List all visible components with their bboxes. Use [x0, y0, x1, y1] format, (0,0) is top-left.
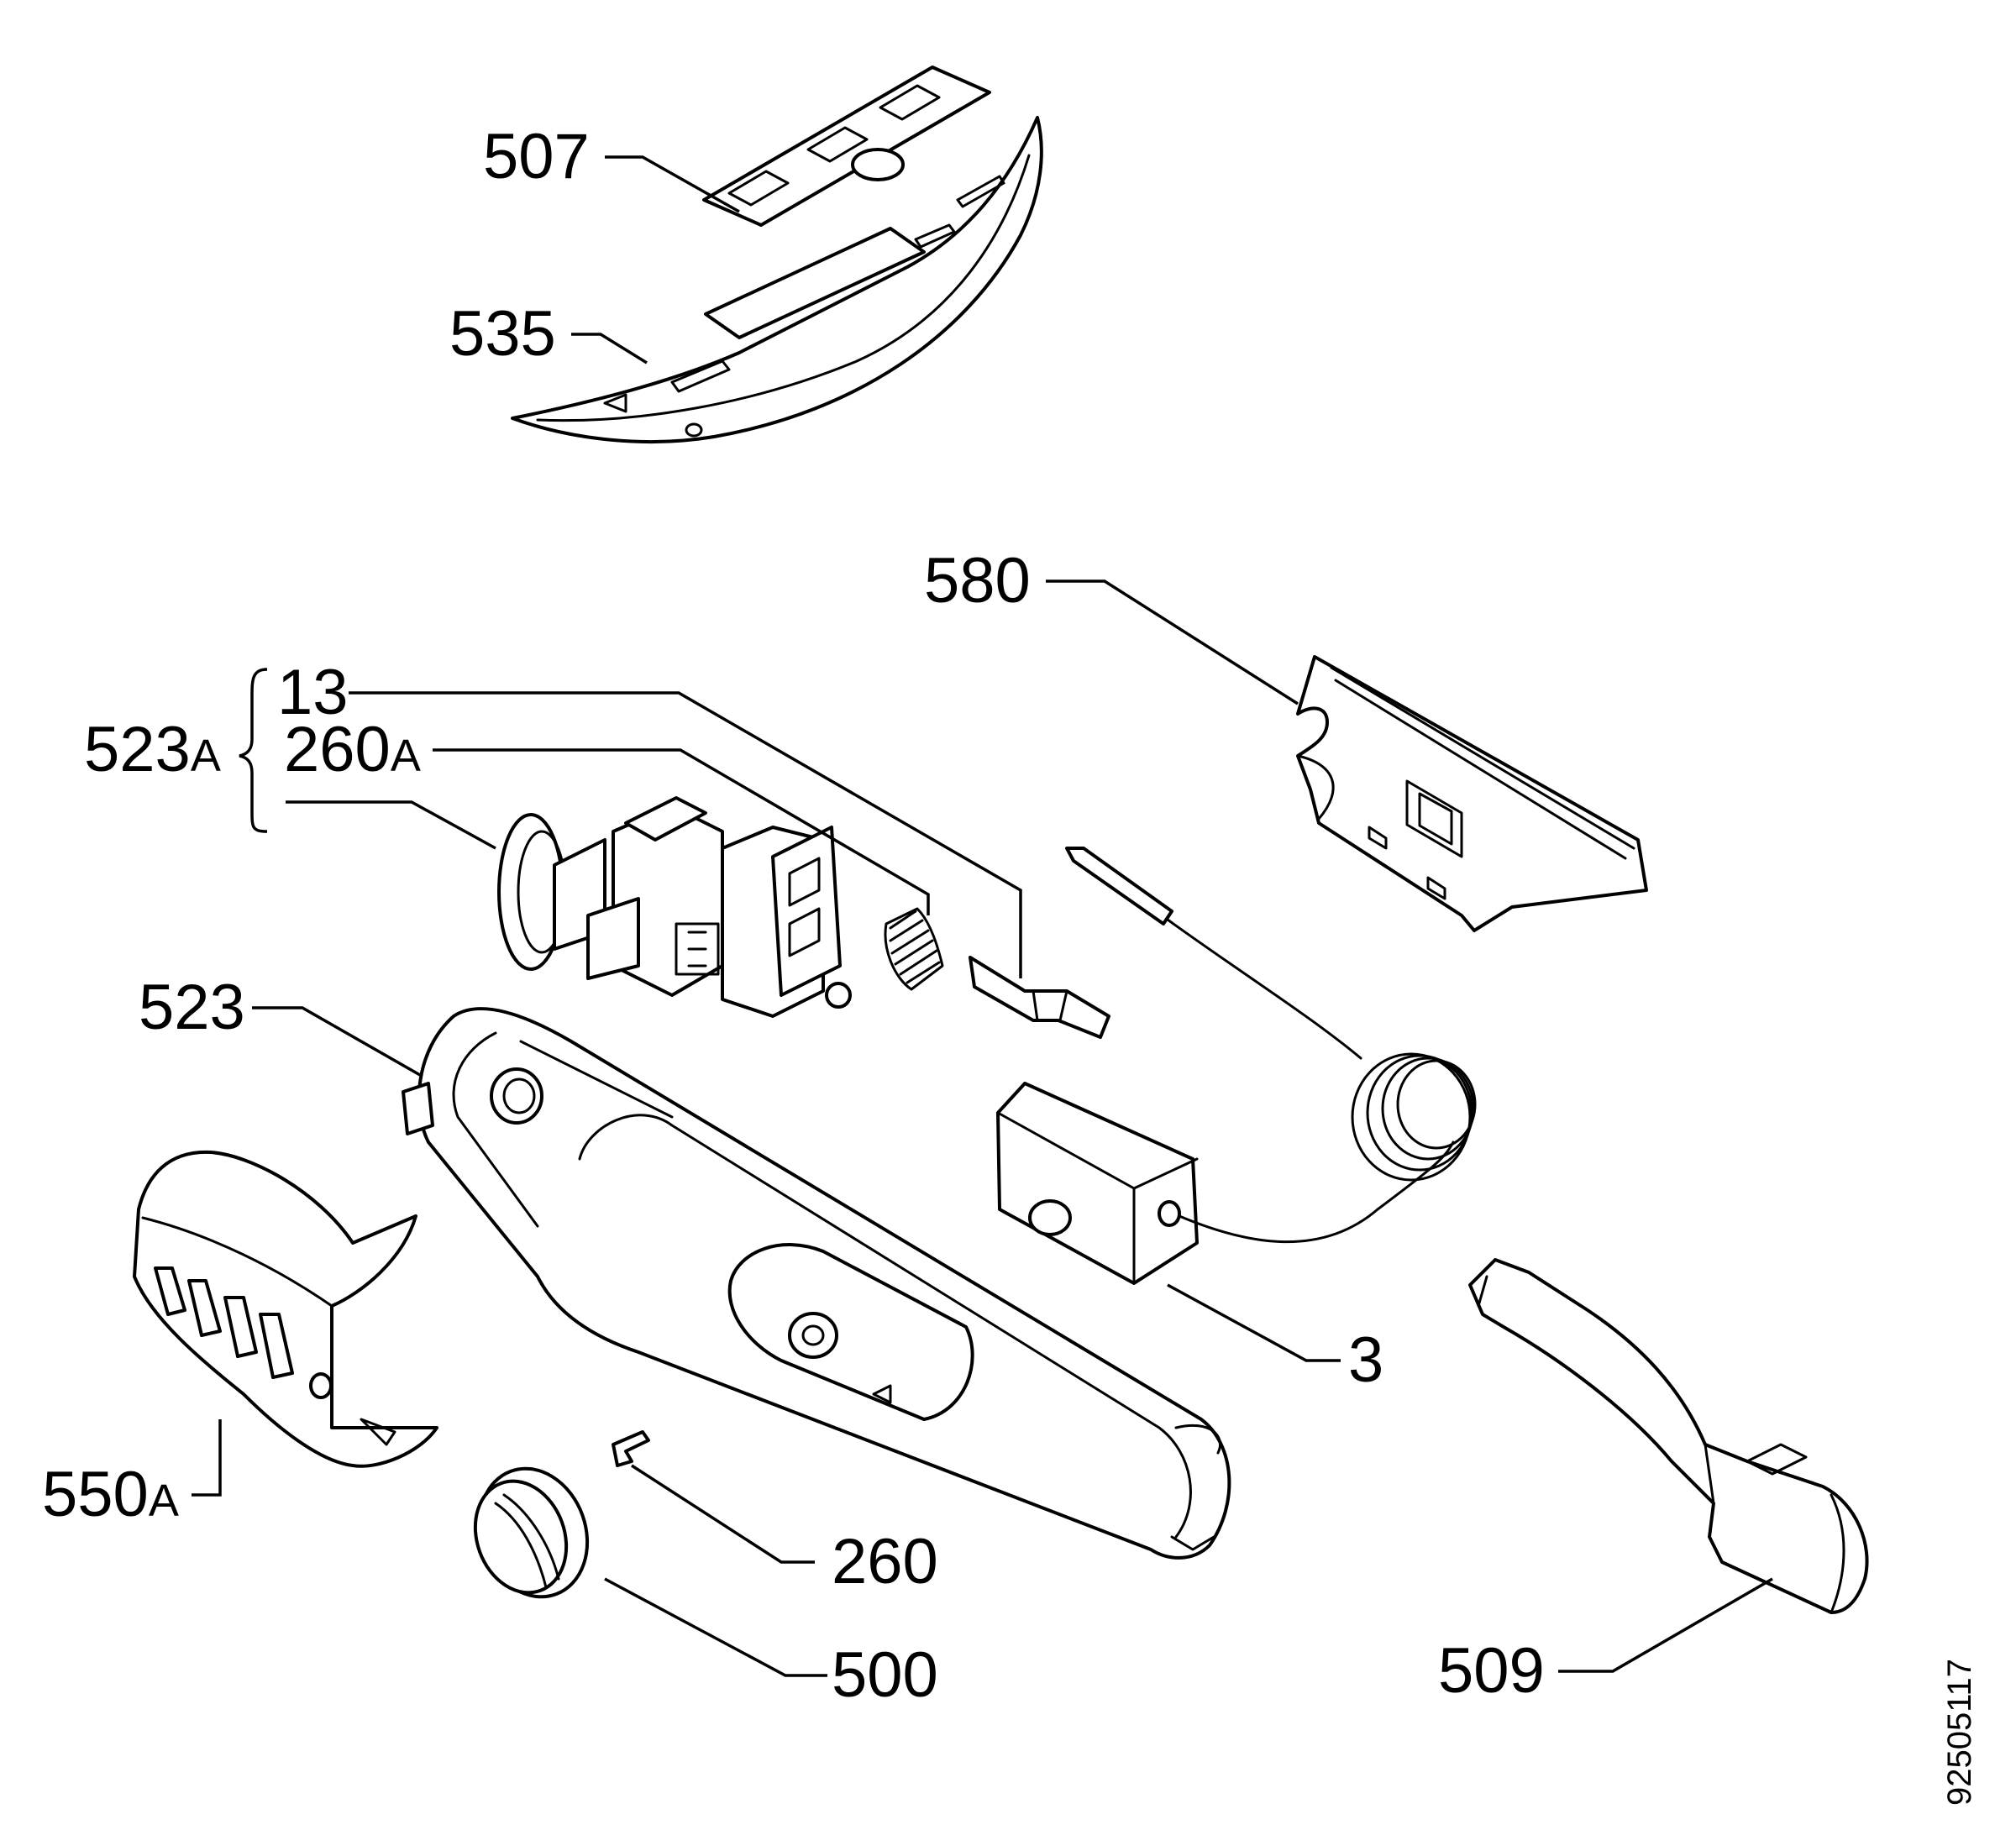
- part-535-cover[interactable]: [511, 116, 1043, 443]
- leader-523: [252, 1006, 421, 1077]
- callout-523a: 523A: [84, 714, 221, 785]
- callout-13: 13: [277, 657, 349, 728]
- part-580-bracket[interactable]: [1296, 655, 1648, 932]
- callout-580: 580: [924, 545, 1031, 616]
- callout-523: 523: [139, 972, 245, 1043]
- callout-500: 500: [832, 1639, 938, 1711]
- callout-labels: 507 535 580 13 260A 523A 523 550A 3 260 …: [42, 121, 1545, 1711]
- leader-507: [605, 155, 740, 213]
- document-number: 92505117: [1941, 1659, 1978, 1806]
- callout-3: 3: [1348, 1324, 1383, 1396]
- callout-507: 507: [483, 121, 590, 192]
- leader-500: [604, 1577, 827, 1677]
- leader-523a-body: [286, 800, 496, 850]
- callout-550a-suffix: A: [149, 1476, 179, 1526]
- part-3-thermostat[interactable]: [996, 847, 1477, 1285]
- callout-550a-number: 550: [42, 1459, 149, 1530]
- leader-550a: [192, 1419, 222, 1497]
- leader-3: [1167, 1283, 1341, 1362]
- callout-535: 535: [449, 298, 556, 370]
- callout-260a-number: 260: [284, 714, 391, 785]
- callout-260a: 260A: [284, 714, 421, 785]
- callout-523a-number: 523: [84, 714, 191, 785]
- part-523-housing[interactable]: [402, 1007, 1231, 1560]
- leader-260: [631, 1464, 815, 1564]
- leader-13: [349, 691, 1022, 978]
- part-523a-switch-assembly[interactable]: [497, 796, 852, 1018]
- callout-260a-suffix: A: [391, 731, 421, 781]
- part-550a-lamp-cover[interactable]: [133, 1150, 438, 1468]
- callout-523a-suffix: A: [191, 731, 221, 781]
- part-260a-spring[interactable]: [884, 907, 944, 991]
- leader-lines: [192, 155, 1773, 1677]
- brace-523a: [239, 668, 268, 833]
- leader-535: [571, 333, 648, 364]
- leader-509: [1558, 1577, 1773, 1673]
- leader-580: [1046, 579, 1299, 705]
- leader-260a: [433, 748, 930, 915]
- callout-509: 509: [1438, 1635, 1545, 1707]
- part-500-knob[interactable]: [460, 1453, 605, 1612]
- part-260-clip[interactable]: [612, 1430, 650, 1467]
- part-507-grille-plate[interactable]: [702, 66, 991, 227]
- callout-550a: 550A: [42, 1459, 179, 1530]
- part-13-actuator[interactable]: [969, 956, 1110, 1039]
- callout-260: 260: [832, 1526, 938, 1597]
- part-509-handle[interactable]: [1468, 1258, 1869, 1614]
